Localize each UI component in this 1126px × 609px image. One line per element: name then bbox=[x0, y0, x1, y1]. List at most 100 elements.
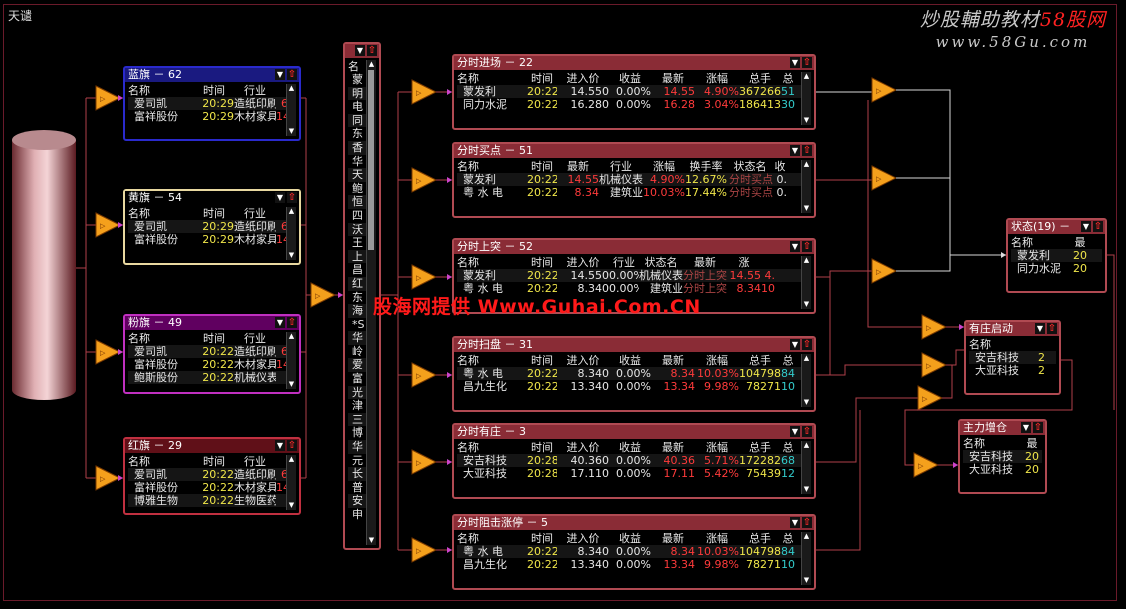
column-header[interactable]: 涨幅 bbox=[706, 72, 728, 85]
panel-export-icon[interactable]: ⇧ bbox=[802, 339, 812, 350]
column-header[interactable]: 最新 bbox=[662, 532, 684, 545]
stage-filter-node-0[interactable]: ▷ bbox=[411, 79, 438, 105]
stage-filter-node-4[interactable]: ▷ bbox=[411, 449, 438, 475]
column-header[interactable]: 最新 bbox=[662, 441, 684, 454]
panel-header[interactable]: 红旗 － 29▼⇧ bbox=[125, 439, 299, 453]
column-header[interactable]: 名称 bbox=[457, 532, 479, 545]
column-header[interactable]: 涨幅 bbox=[653, 160, 675, 173]
zhuang-node-2[interactable]: ▷ bbox=[921, 352, 948, 378]
list-item[interactable]: 王 bbox=[348, 236, 376, 250]
scrollbar[interactable]: ▲▼ bbox=[286, 207, 296, 260]
panel-header[interactable]: 主力增仓▼⇧ bbox=[960, 421, 1045, 435]
column-header[interactable]: 时间 bbox=[203, 332, 225, 345]
column-header[interactable]: 最新 bbox=[662, 354, 684, 367]
column-header[interactable]: 名称 bbox=[457, 354, 479, 367]
column-header[interactable]: 最新 bbox=[567, 160, 589, 173]
combine-node-a[interactable]: ▷ bbox=[871, 77, 898, 103]
column-header[interactable]: 换手率 bbox=[689, 160, 723, 173]
stage-filter-node-2[interactable]: ▷ bbox=[411, 264, 438, 290]
panel-export-icon[interactable]: ⇧ bbox=[802, 145, 812, 156]
column-header[interactable]: 收 bbox=[774, 160, 786, 173]
panel-header[interactable]: 分时有庄 － 3▼⇧ bbox=[454, 425, 814, 439]
column-header[interactable]: 状态名 bbox=[644, 256, 678, 269]
list-item[interactable]: 普 bbox=[348, 481, 376, 495]
column-header[interactable]: 行业 bbox=[610, 160, 632, 173]
panel-menu-icon[interactable]: ▼ bbox=[355, 45, 365, 56]
column-header[interactable]: 名称 bbox=[128, 84, 150, 97]
panel-export-icon[interactable]: ⇧ bbox=[367, 45, 377, 56]
column-header[interactable]: 最 bbox=[1074, 236, 1086, 249]
column-header[interactable]: 名称 bbox=[457, 72, 479, 85]
column-header[interactable]: 名称 bbox=[128, 455, 150, 468]
panel-menu-icon[interactable]: ▼ bbox=[790, 145, 800, 156]
panel-header[interactable]: 黄旗 － 54▼⇧ bbox=[125, 191, 299, 205]
panel-menu-icon[interactable]: ▼ bbox=[790, 57, 800, 68]
panel-export-icon[interactable]: ⇧ bbox=[287, 317, 297, 328]
column-header[interactable]: 时间 bbox=[531, 160, 553, 173]
column-header[interactable]: 名称 bbox=[457, 441, 479, 454]
combine-node-c[interactable]: ▷ bbox=[871, 258, 898, 284]
list-item[interactable]: 元 bbox=[348, 454, 376, 468]
list-item[interactable]: 东 bbox=[348, 291, 376, 305]
column-header[interactable]: 名称 bbox=[1011, 236, 1033, 249]
panel-export-icon[interactable]: ⇧ bbox=[1033, 422, 1043, 433]
column-header[interactable]: 时间 bbox=[203, 207, 225, 220]
column-header[interactable]: 名称 bbox=[963, 437, 985, 450]
panel-header[interactable]: 有庄启动▼⇧ bbox=[966, 322, 1059, 336]
column-header[interactable]: 进入价 bbox=[566, 441, 600, 454]
zhuang-node-1[interactable]: ▷ bbox=[921, 314, 948, 340]
panel-header[interactable]: 粉旗 － 49▼⇧ bbox=[125, 316, 299, 330]
panel-header[interactable]: 状态(19) －▼⇧ bbox=[1008, 220, 1105, 234]
panel-menu-icon[interactable]: ▼ bbox=[790, 426, 800, 437]
panel-header[interactable]: ▼⇧ bbox=[345, 44, 379, 58]
flag-filter-node-3[interactable]: ▷ bbox=[95, 465, 122, 491]
list-item[interactable]: 昌 bbox=[348, 263, 376, 277]
zhuang-node-3[interactable]: ▷ bbox=[917, 385, 944, 411]
column-header[interactable]: 名称 bbox=[128, 332, 150, 345]
column-header[interactable]: 进入价 bbox=[566, 256, 600, 269]
list-item[interactable]: 鲍 bbox=[348, 182, 376, 196]
column-header[interactable]: 进入价 bbox=[566, 354, 600, 367]
flag-filter-node-2[interactable]: ▷ bbox=[95, 339, 122, 365]
column-header[interactable]: 名称 bbox=[457, 256, 479, 269]
list-item[interactable]: 富 bbox=[348, 372, 376, 386]
list-item[interactable]: 四 bbox=[348, 209, 376, 223]
scrollbar[interactable]: ▲▼ bbox=[286, 84, 296, 136]
column-header[interactable]: 收益 bbox=[619, 532, 641, 545]
panel-export-icon[interactable]: ⇧ bbox=[1047, 323, 1057, 334]
column-header[interactable]: 行业 bbox=[244, 332, 266, 345]
panel-menu-icon[interactable]: ▼ bbox=[790, 339, 800, 350]
scrollbar[interactable]: ▲▼ bbox=[286, 332, 296, 389]
main-force-node[interactable]: ▷ bbox=[913, 452, 940, 478]
panel-menu-icon[interactable]: ▼ bbox=[275, 69, 285, 80]
scrollbar[interactable]: ▲▼ bbox=[801, 532, 811, 585]
panel-menu-icon[interactable]: ▼ bbox=[1035, 323, 1045, 334]
column-header[interactable]: 时间 bbox=[531, 441, 553, 454]
column-header[interactable]: 总手 bbox=[749, 532, 771, 545]
panel-menu-icon[interactable]: ▼ bbox=[275, 440, 285, 451]
